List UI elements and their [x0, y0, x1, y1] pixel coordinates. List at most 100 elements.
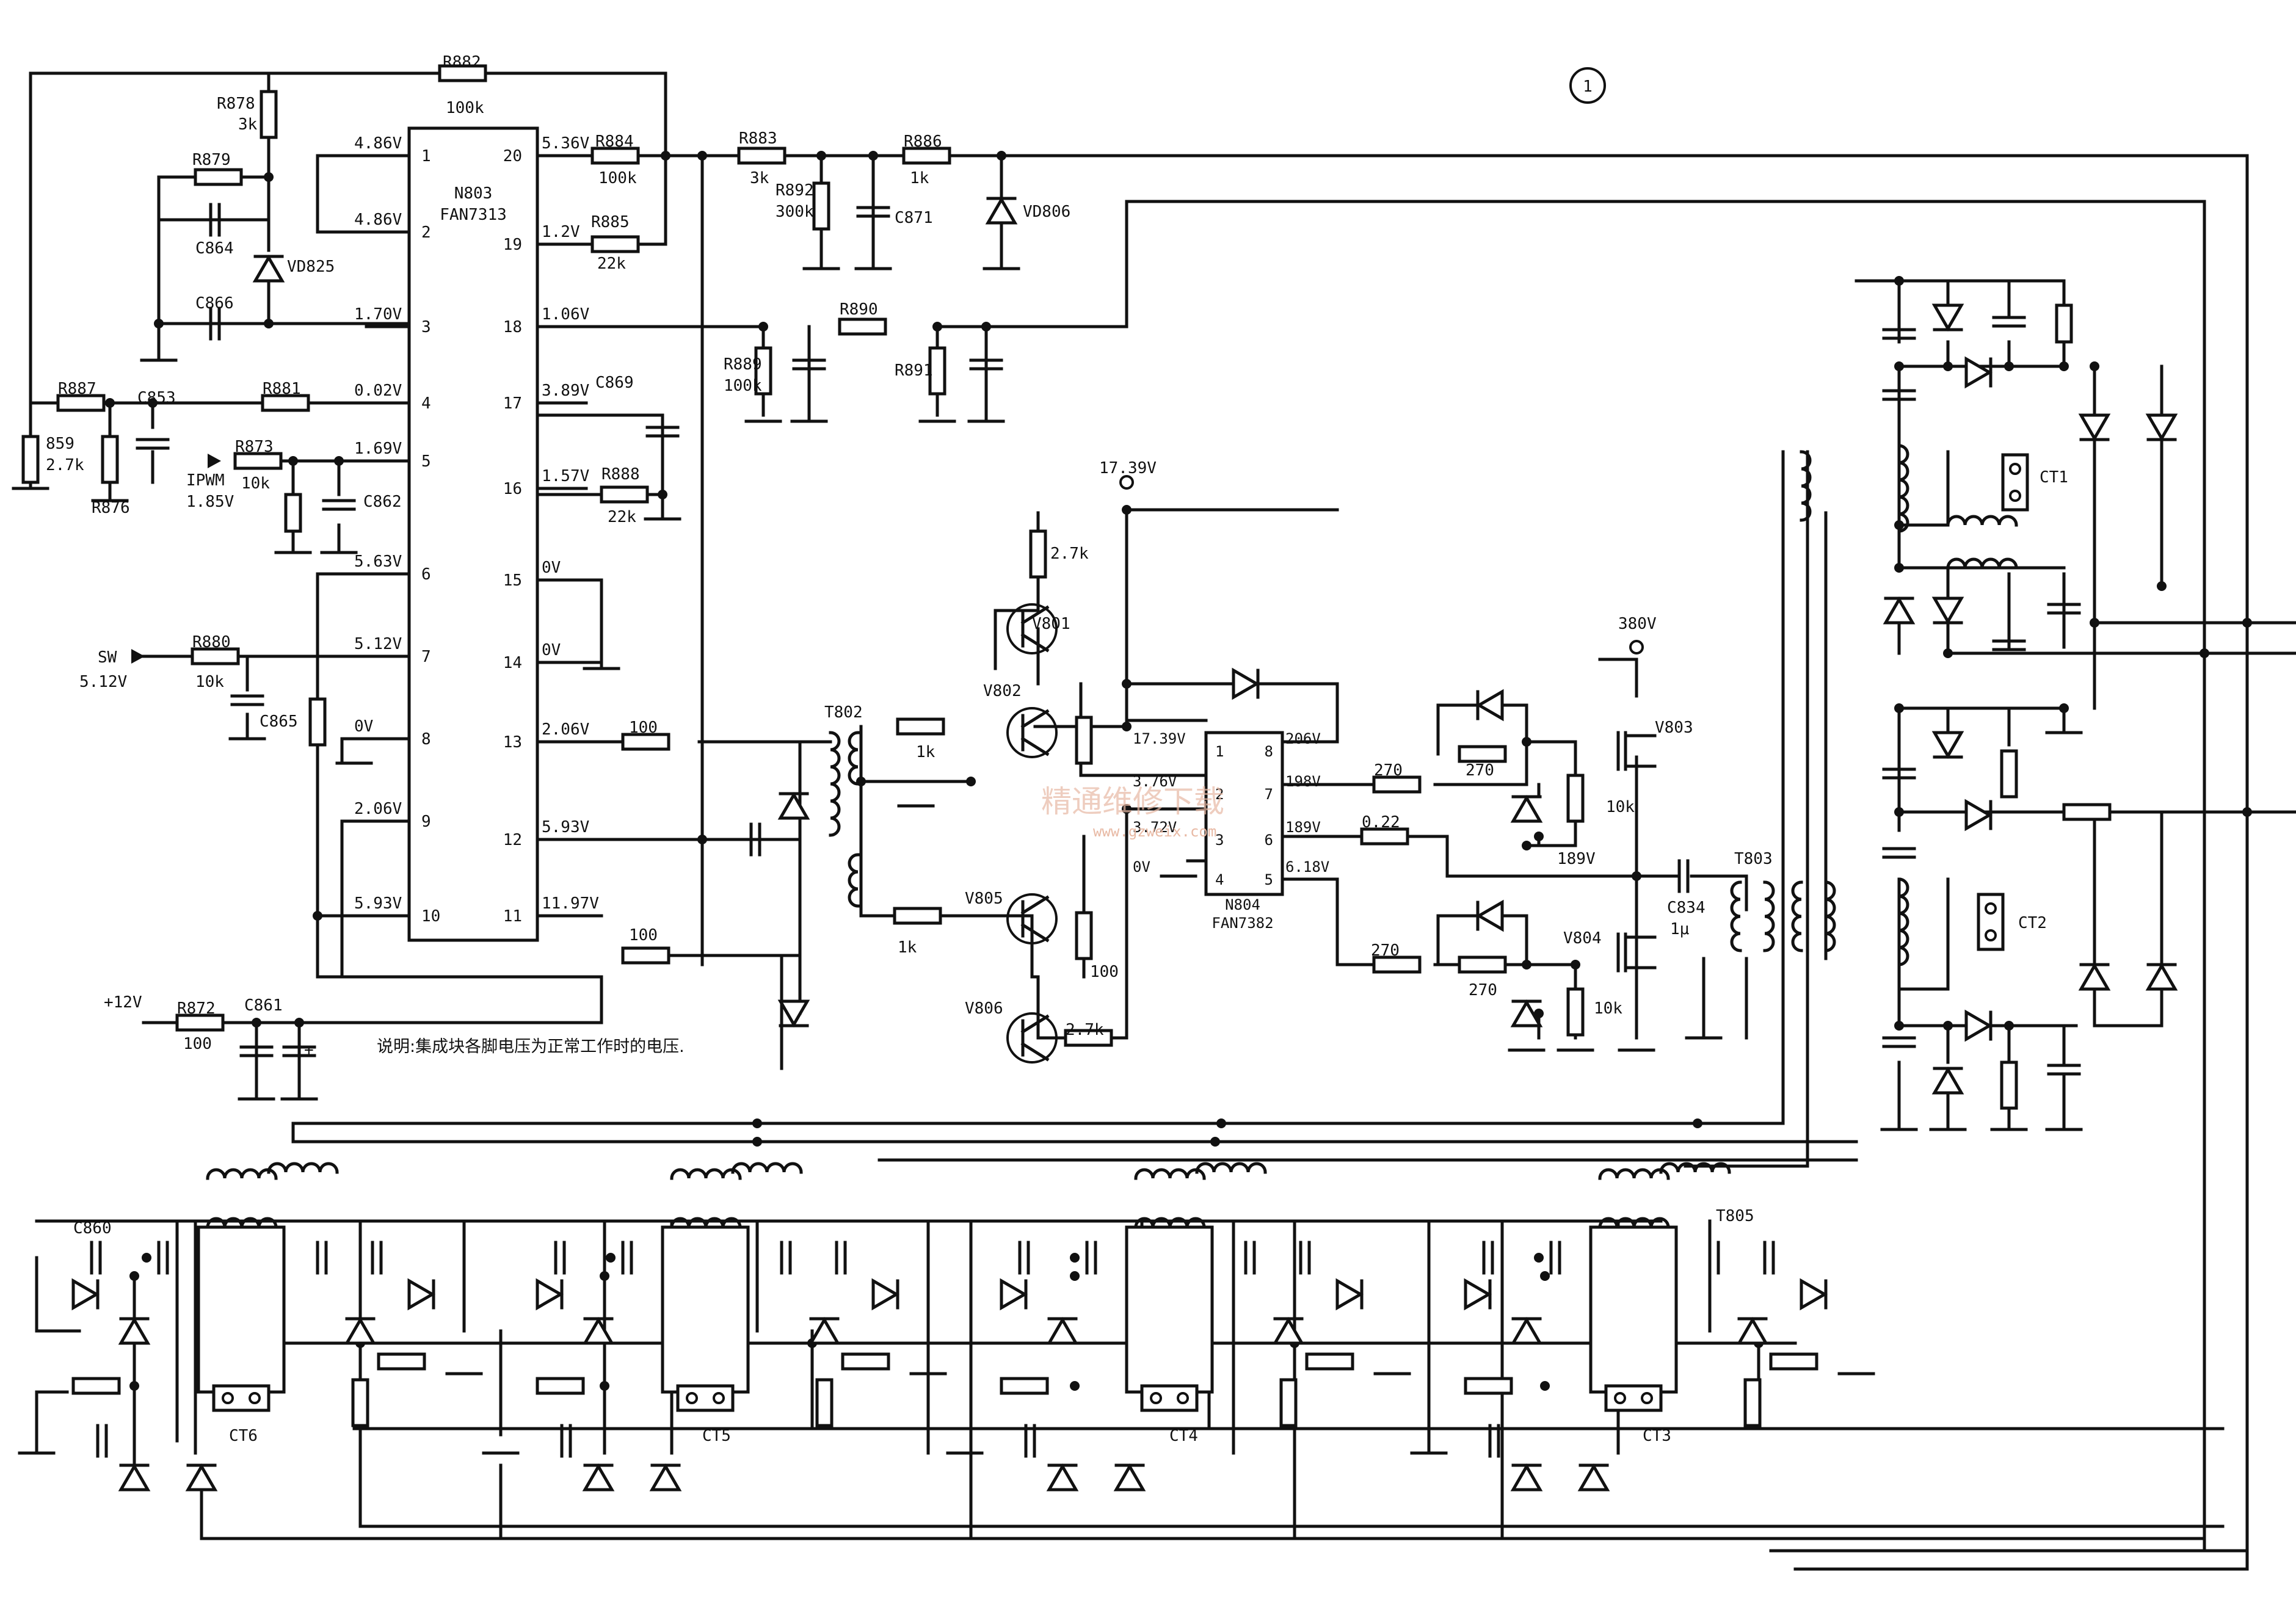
- junction-dot: [1571, 960, 1580, 970]
- junction-dot: [758, 322, 768, 332]
- n803-pin-number: 11: [503, 907, 522, 926]
- label-v380: 380V: [1618, 615, 1657, 633]
- lamp-connector: [1641, 1392, 1653, 1404]
- page-marker-text: 1: [1583, 78, 1593, 96]
- n803-pin-number: 3: [421, 318, 431, 336]
- label-v189: 189V: [1557, 850, 1596, 868]
- diode: [2078, 963, 2111, 991]
- diode: [2145, 963, 2178, 991]
- label-r885: R885: [591, 213, 630, 231]
- n803-pin-voltage: 5.63V: [354, 553, 402, 571]
- junction-dot: [2242, 807, 2252, 817]
- label-ct2: CT2: [2018, 914, 2047, 932]
- junction-dot: [1122, 804, 1132, 814]
- junction-dot: [129, 1381, 139, 1391]
- junction-dot: [606, 1253, 616, 1263]
- lamp-connector: [1985, 929, 1997, 941]
- inductor-coil: [670, 1168, 742, 1180]
- resistor: [438, 64, 487, 82]
- junction-dot: [1894, 703, 1904, 713]
- junction-dot: [966, 777, 976, 786]
- n803-pin-number: 5: [421, 452, 431, 471]
- junction-dot: [264, 172, 274, 182]
- transformer-coil: [848, 853, 860, 908]
- transformer-secondary: [197, 1225, 286, 1394]
- junction-dot: [932, 322, 942, 332]
- n804-ref: N804: [1225, 896, 1260, 913]
- inductor-coil: [267, 1162, 339, 1174]
- junction-dot: [997, 151, 1006, 161]
- resistor: [841, 1352, 890, 1371]
- diode: [1046, 1463, 1079, 1492]
- junction-dot: [129, 1271, 139, 1281]
- transformer-coil: [1800, 450, 1812, 522]
- lamp-connector: [1177, 1392, 1189, 1404]
- n803-pin-number: 6: [421, 565, 431, 584]
- label-r1ka: 1k: [916, 743, 935, 761]
- n804-pin-voltage: 198V: [1285, 773, 1321, 790]
- transformer-secondary: [661, 1225, 750, 1394]
- lamp-connector: [713, 1392, 725, 1404]
- resistor: [536, 1377, 585, 1395]
- n803-pin-voltage: 1.57V: [542, 467, 589, 485]
- junction-dot: [697, 835, 707, 844]
- resistor: [261, 394, 310, 412]
- label-r890: R890: [840, 300, 878, 319]
- diode: [1510, 999, 1543, 1028]
- n803-pin-voltage: 0V: [542, 559, 561, 577]
- resistor: [2000, 1060, 2018, 1110]
- label-t802: T802: [824, 703, 863, 722]
- label-r270a: 270: [1374, 761, 1403, 780]
- n803-part: FAN7313: [440, 206, 507, 224]
- n803-pin-number: 1: [421, 147, 431, 165]
- resistor: [1566, 774, 1585, 823]
- n803-pin-voltage: 5.93V: [354, 894, 402, 913]
- junction-dot: [2004, 1021, 2014, 1031]
- label-c871: C871: [895, 209, 933, 227]
- junction-dot: [1894, 807, 1904, 817]
- resistor: [21, 435, 40, 484]
- junction-dot: [981, 322, 991, 332]
- n803-pin-number: 18: [503, 318, 522, 336]
- n803-pin-number: 19: [503, 236, 522, 254]
- label-r878v: 3k: [238, 115, 258, 134]
- junction-dot: [1693, 1118, 1702, 1128]
- label-r27ka: 2.7k: [1050, 545, 1089, 563]
- label-r886v: 1k: [910, 169, 929, 187]
- label-r880v: 10k: [195, 673, 224, 691]
- resistor: [896, 717, 945, 736]
- label-r884v: 100k: [598, 169, 637, 187]
- transformer-coil: [848, 731, 860, 786]
- junction-dot: [1522, 737, 1531, 747]
- diode: [1510, 1463, 1543, 1492]
- components: [12, 64, 2252, 1492]
- resistor: [71, 1377, 121, 1395]
- label-r886: R886: [904, 132, 942, 151]
- transformer-coil: [1763, 880, 1775, 952]
- label-r876: R876: [92, 499, 130, 517]
- junction-dot: [1894, 276, 1904, 286]
- label-ipwm_v: 1.85V: [186, 493, 234, 511]
- n803-ref: N803: [454, 184, 493, 203]
- junction-dot: [264, 319, 274, 328]
- label-r10kb: 10k: [1594, 999, 1622, 1018]
- resistor: [1360, 827, 1409, 846]
- diode: [71, 1278, 100, 1311]
- resistor: [1305, 1352, 1354, 1371]
- resistor: [754, 346, 772, 396]
- diode: [777, 792, 810, 820]
- resistor: [1372, 775, 1422, 794]
- resistor: [1458, 745, 1507, 763]
- transformer-coil: [1897, 877, 1909, 966]
- n803-pin-number: 15: [503, 571, 522, 590]
- label-vd825: VD825: [287, 258, 335, 276]
- diode: [582, 1317, 615, 1345]
- junction-dot: [1216, 1118, 1226, 1128]
- lamp-connector: [249, 1392, 261, 1404]
- diode: [2145, 413, 2178, 441]
- n804-pin-number: 2: [1215, 786, 1224, 803]
- n804-pin-number: 7: [1265, 786, 1273, 803]
- junction-dot: [600, 1381, 609, 1391]
- diode: [536, 1278, 564, 1311]
- n803-pin-voltage: 5.36V: [542, 134, 589, 153]
